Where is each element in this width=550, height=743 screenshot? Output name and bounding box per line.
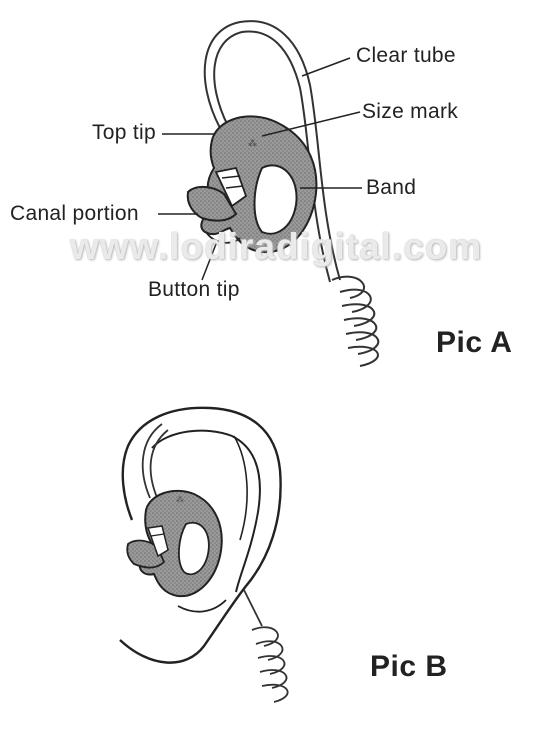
ear-outline [119, 406, 282, 664]
svg-text:⁂: ⁂ [176, 495, 184, 504]
pic-b-drawing: ⁂ [119, 406, 289, 703]
coiled-cord-b [251, 626, 289, 703]
clear-tube [203, 20, 341, 281]
ear-helix [151, 429, 261, 593]
watermark: www.lodiradigital.com [70, 226, 483, 267]
canal-portion-a [186, 186, 238, 222]
pic-a-drawing: ⁂ [186, 20, 380, 367]
label-clear-tube: Clear tube [356, 44, 456, 67]
coiled-cord [331, 275, 380, 367]
label-size-mark: Size mark [362, 100, 459, 123]
button-tip [205, 231, 241, 244]
label-canal-portion: Canal portion [10, 202, 139, 225]
label-top-tip: Top tip [92, 121, 156, 144]
clear-tube-b [141, 423, 163, 499]
svg-text:⁂: ⁂ [248, 138, 257, 148]
figure-b-title: Pic B [370, 650, 448, 683]
band-opening-b [178, 521, 210, 576]
band-opening [253, 164, 298, 235]
figure-a-title: Pic A [436, 326, 513, 359]
pic-a-leaders [158, 57, 362, 281]
label-button-tip: Button tip [148, 278, 240, 301]
label-band: Band [366, 176, 417, 199]
